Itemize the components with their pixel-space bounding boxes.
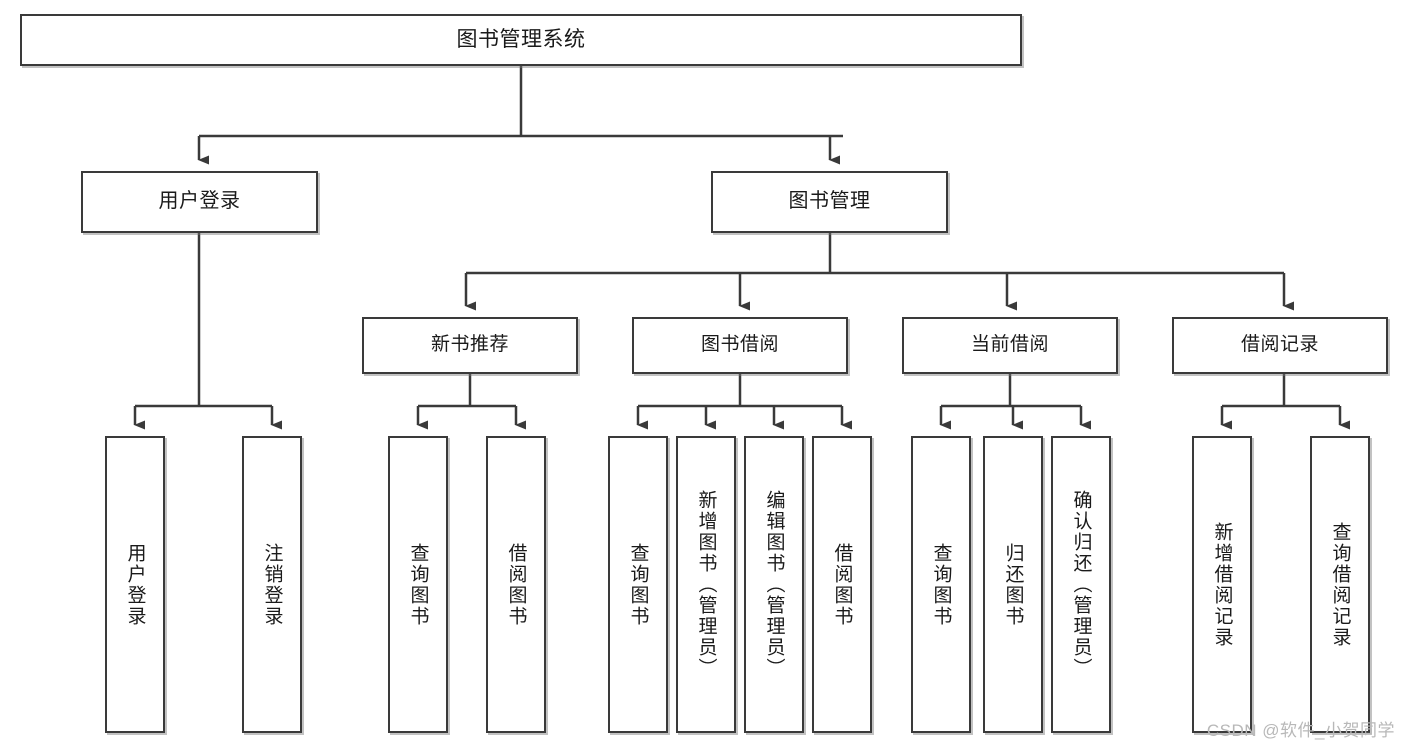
node-leaf-query-book-3-label: 查询图书 xyxy=(930,542,952,627)
node-leaf-query-book-1[interactable]: 查询图书 xyxy=(388,436,448,733)
node-book-manage-label: 图书管理 xyxy=(788,190,871,213)
node-leaf-borrow-book-2-label: 借阅图书 xyxy=(831,542,853,627)
node-leaf-add-book-label: 新增图书（管理员） xyxy=(695,490,717,679)
node-leaf-borrow-book-2[interactable]: 借阅图书 xyxy=(812,436,872,733)
node-leaf-query-book-1-label: 查询图书 xyxy=(407,542,429,627)
node-user-login[interactable]: 用户登录 xyxy=(81,171,318,233)
node-new-book-rec[interactable]: 新书推荐 xyxy=(362,317,578,374)
node-user-login-label: 用户登录 xyxy=(158,190,241,213)
watermark-text: CSDN @软件_小贺同学 xyxy=(1206,721,1395,740)
node-leaf-user-login[interactable]: 用户登录 xyxy=(105,436,165,733)
node-leaf-edit-book[interactable]: 编辑图书（管理员） xyxy=(744,436,804,733)
node-leaf-edit-book-label: 编辑图书（管理员） xyxy=(763,490,785,679)
node-leaf-confirm-return[interactable]: 确认归还（管理员） xyxy=(1051,436,1111,733)
node-leaf-add-record[interactable]: 新增借阅记录 xyxy=(1192,436,1252,733)
node-root-label: 图书管理系统 xyxy=(456,27,586,51)
node-new-book-rec-label: 新书推荐 xyxy=(430,334,509,356)
node-leaf-query-book-2[interactable]: 查询图书 xyxy=(608,436,668,733)
node-leaf-logout[interactable]: 注销登录 xyxy=(242,436,302,733)
node-leaf-borrow-book-1-label: 借阅图书 xyxy=(505,542,527,627)
node-leaf-user-login-label: 用户登录 xyxy=(124,542,146,627)
node-leaf-return-book-label: 归还图书 xyxy=(1002,542,1024,627)
node-current-borrow-label: 当前借阅 xyxy=(970,334,1049,356)
node-leaf-query-record-label: 查询借阅记录 xyxy=(1329,521,1351,648)
node-leaf-query-record[interactable]: 查询借阅记录 xyxy=(1310,436,1370,733)
node-leaf-add-record-label: 新增借阅记录 xyxy=(1211,521,1233,648)
node-book-borrow[interactable]: 图书借阅 xyxy=(632,317,848,374)
node-borrow-record[interactable]: 借阅记录 xyxy=(1172,317,1388,374)
node-leaf-query-book-3[interactable]: 查询图书 xyxy=(911,436,971,733)
node-book-manage[interactable]: 图书管理 xyxy=(711,171,948,233)
node-root[interactable]: 图书管理系统 xyxy=(20,14,1022,66)
node-leaf-return-book[interactable]: 归还图书 xyxy=(983,436,1043,733)
node-book-borrow-label: 图书借阅 xyxy=(700,334,779,356)
node-leaf-confirm-return-label: 确认归还（管理员） xyxy=(1070,490,1092,679)
node-leaf-add-book[interactable]: 新增图书（管理员） xyxy=(676,436,736,733)
node-leaf-query-book-2-label: 查询图书 xyxy=(627,542,649,627)
node-leaf-logout-label: 注销登录 xyxy=(261,542,283,627)
node-leaf-borrow-book-1[interactable]: 借阅图书 xyxy=(486,436,546,733)
node-borrow-record-label: 借阅记录 xyxy=(1240,334,1319,356)
node-current-borrow[interactable]: 当前借阅 xyxy=(902,317,1118,374)
